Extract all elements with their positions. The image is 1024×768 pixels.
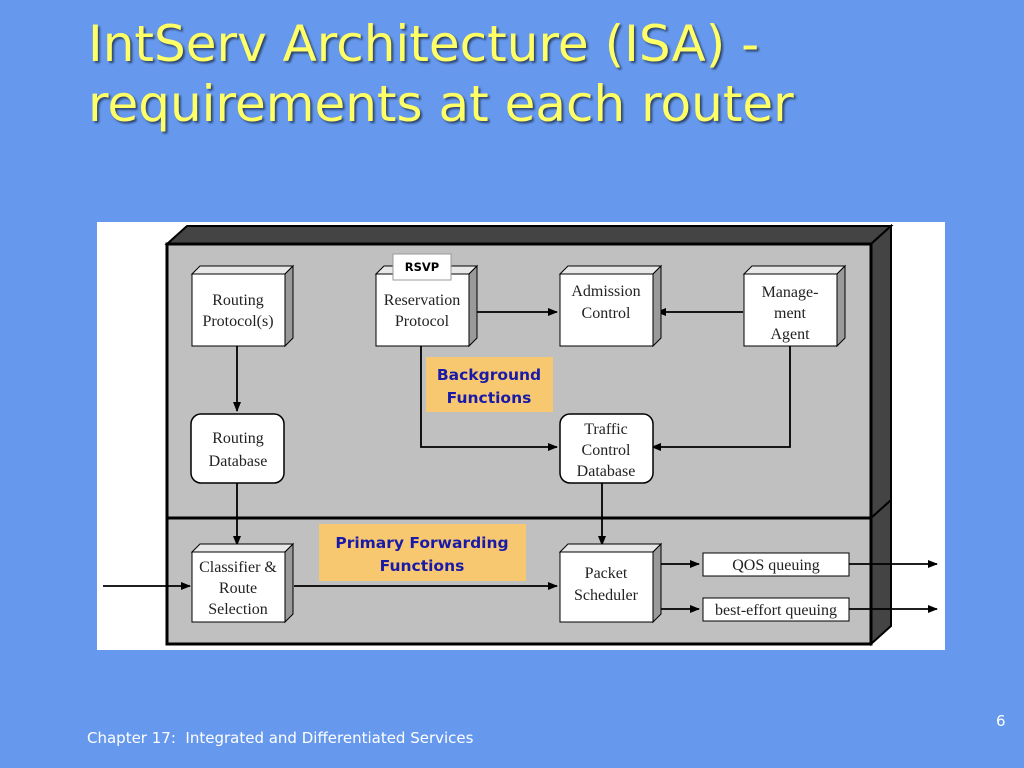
slide-footer: Chapter 17: Integrated and Differentiate… — [87, 729, 474, 747]
background-functions-line-2: Functions — [447, 389, 532, 407]
classifier-line-2: Route — [219, 580, 257, 597]
traffic-control-database-box: Traffic Control Database — [559, 413, 654, 484]
routing-protocol-line-2: Protocol(s) — [202, 313, 273, 330]
routing-protocol-box: Routing Protocol(s) — [190, 264, 295, 348]
management-agent-line-2: ment — [774, 305, 807, 322]
arrow-reservation-to-traffic-db — [420, 346, 558, 451]
reservation-protocol-box: Reservation Protocol — [374, 264, 479, 348]
arrow-management-to-traffic-db — [651, 346, 791, 451]
routing-database-box: Routing Database — [190, 413, 285, 484]
routing-protocol-line-1: Routing — [212, 292, 264, 309]
slide-title-line-2: requirements at each router — [88, 75, 794, 133]
reservation-protocol-line-1: Reservation — [384, 292, 460, 309]
background-functions-line-1: Background — [437, 366, 541, 384]
admission-control-line-2: Control — [582, 305, 631, 322]
diagram-connectors — [103, 308, 938, 613]
primary-forwarding-functions-label: Primary Forwarding Functions — [319, 524, 526, 581]
background-functions-label: Background Functions — [426, 357, 553, 412]
best-effort-queuing-box: best-effort queuing — [702, 597, 850, 622]
rsvp-tag: RSVP — [392, 253, 452, 281]
traffic-control-database-line-3: Database — [577, 463, 636, 480]
management-agent-line-1: Manage- — [762, 284, 819, 301]
admission-control-box: Admission Control — [558, 264, 663, 348]
isa-architecture-diagram: Routing Protocol(s) Reservation Protocol… — [97, 222, 945, 650]
slide-title-line-1: IntServ Architecture (ISA) - — [88, 15, 760, 73]
packet-scheduler-box: Packet Scheduler — [558, 542, 663, 624]
qos-queuing-box: QOS queuing — [702, 552, 850, 577]
routing-database-line-1: Routing — [212, 430, 264, 447]
primary-forwarding-line-2: Functions — [380, 557, 465, 575]
admission-control-line-1: Admission — [571, 283, 640, 300]
primary-forwarding-line-1: Primary Forwarding — [335, 534, 508, 552]
management-agent-box: Manage- ment Agent — [742, 264, 847, 348]
classifier-line-1: Classifier & — [199, 559, 277, 576]
packet-scheduler-line-2: Scheduler — [574, 587, 639, 604]
routing-database-line-2: Database — [209, 453, 268, 470]
reservation-protocol-line-2: Protocol — [395, 313, 450, 330]
traffic-control-database-line-1: Traffic — [584, 421, 628, 438]
classifier-line-3: Selection — [208, 601, 268, 618]
classifier-route-selection-box: Classifier & Route Selection — [190, 542, 295, 624]
packet-scheduler-line-1: Packet — [585, 565, 628, 582]
qos-queuing-text: QOS queuing — [732, 557, 820, 574]
best-effort-queuing-text: best-effort queuing — [715, 602, 837, 619]
rsvp-tag-text: RSVP — [405, 260, 439, 274]
management-agent-line-3: Agent — [770, 326, 810, 343]
page-number: 6 — [996, 712, 1006, 730]
traffic-control-database-line-2: Control — [582, 442, 631, 459]
slide-title: IntServ Architecture (ISA) - requirement… — [88, 14, 988, 134]
